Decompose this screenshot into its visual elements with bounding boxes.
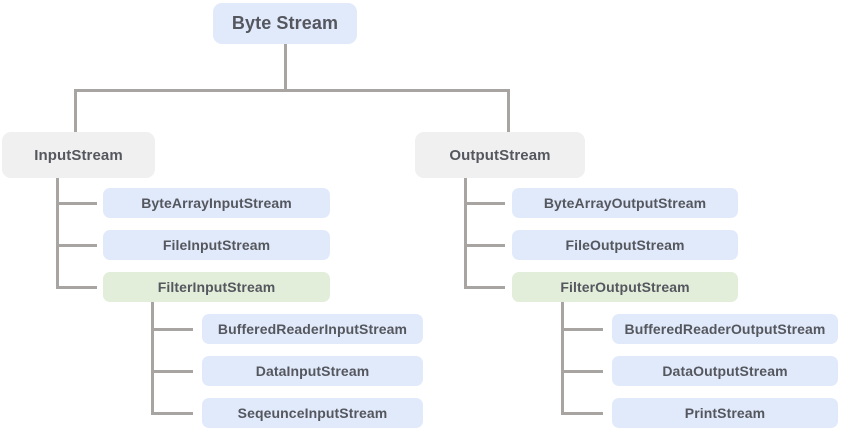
node-byte-stream: Byte Stream (213, 3, 357, 44)
connector-filteroutput-trunk (561, 302, 564, 415)
node-dataoutputstream: DataOutputStream (612, 356, 838, 386)
node-outputstream: OutputStream (415, 132, 585, 178)
node-fileinputstream: FileInputStream (103, 230, 330, 260)
connector-filterinput-branch-2 (151, 370, 193, 373)
connector-root-stem (284, 44, 287, 92)
connector-filterinput-trunk (151, 302, 154, 415)
connector-top-horizontal (74, 89, 510, 92)
connector-filteroutput-branch-3 (561, 412, 603, 415)
connector-filterinput-branch-3 (151, 412, 193, 415)
connector-output-trunk (464, 178, 467, 289)
node-seqeunceinputstream: SeqeunceInputStream (202, 398, 423, 428)
connector-input-branch-3 (56, 286, 97, 289)
node-datainputstream: DataInputStream (202, 356, 423, 386)
connector-output-drop (507, 89, 510, 135)
node-fileoutputstream: FileOutputStream (512, 230, 738, 260)
node-inputstream: InputStream (2, 132, 155, 178)
node-bufferedreaderoutputstream: BufferedReaderOutputStream (612, 314, 838, 344)
connector-input-drop (74, 89, 77, 135)
node-printstream: PrintStream (612, 398, 838, 428)
node-bytearrayoutputstream: ByteArrayOutputStream (512, 188, 738, 218)
connector-output-branch-3 (464, 286, 505, 289)
node-filteroutputstream: FilterOutputStream (512, 272, 738, 302)
connector-output-branch-2 (464, 244, 505, 247)
connector-input-branch-2 (56, 244, 97, 247)
node-bytearrayinputstream: ByteArrayInputStream (103, 188, 330, 218)
connector-output-branch-1 (464, 202, 505, 205)
connector-input-trunk (56, 178, 59, 289)
connector-filterinput-branch-1 (151, 328, 193, 331)
node-filterinputstream: FilterInputStream (103, 272, 330, 302)
node-bufferedreaderinputstream: BufferedReaderInputStream (202, 314, 423, 344)
connector-filteroutput-branch-1 (561, 328, 603, 331)
connector-filteroutput-branch-2 (561, 370, 603, 373)
connector-input-branch-1 (56, 202, 97, 205)
